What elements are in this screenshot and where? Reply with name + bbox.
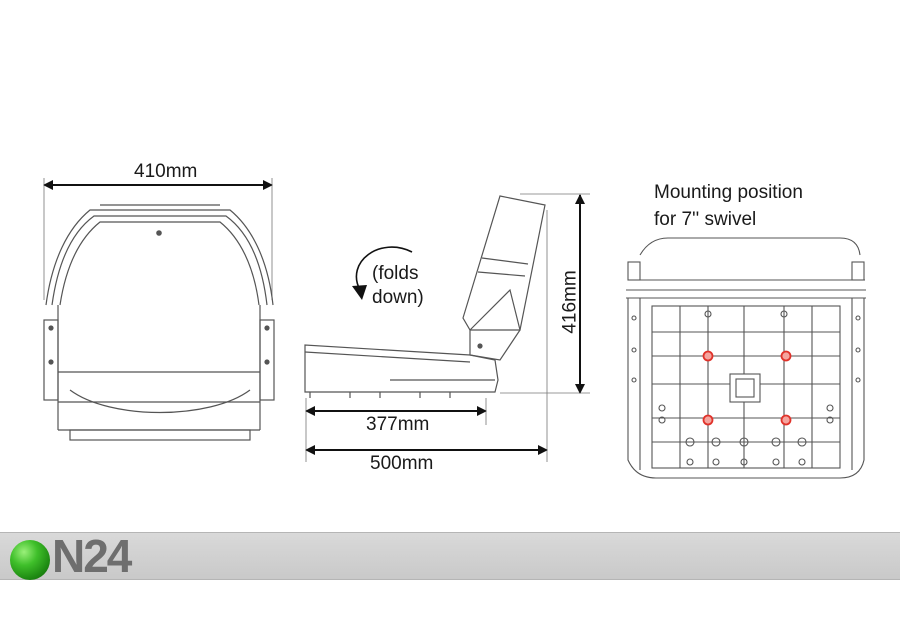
width-label: 410mm — [134, 161, 198, 182]
logo-ball-icon — [10, 540, 50, 580]
mounting-hole-markers — [702, 350, 792, 426]
folds-down-note: (folds down) — [372, 263, 424, 308]
mounting-title-line1: Mounting position — [654, 182, 803, 203]
brand-logo: N24 — [52, 530, 132, 582]
footer-bar — [0, 532, 900, 580]
height-label: 416mm — [559, 270, 581, 334]
side-view — [304, 193, 590, 462]
total-depth-label: 500mm — [370, 453, 434, 474]
fold-arrow-icon — [352, 285, 367, 300]
seat-depth-label: 377mm — [366, 414, 430, 435]
brand-logo-text: N24 — [52, 530, 132, 582]
mounting-title-line2: for 7'' swivel — [654, 209, 757, 230]
mounting-view — [626, 237, 866, 479]
front-view — [43, 178, 275, 441]
